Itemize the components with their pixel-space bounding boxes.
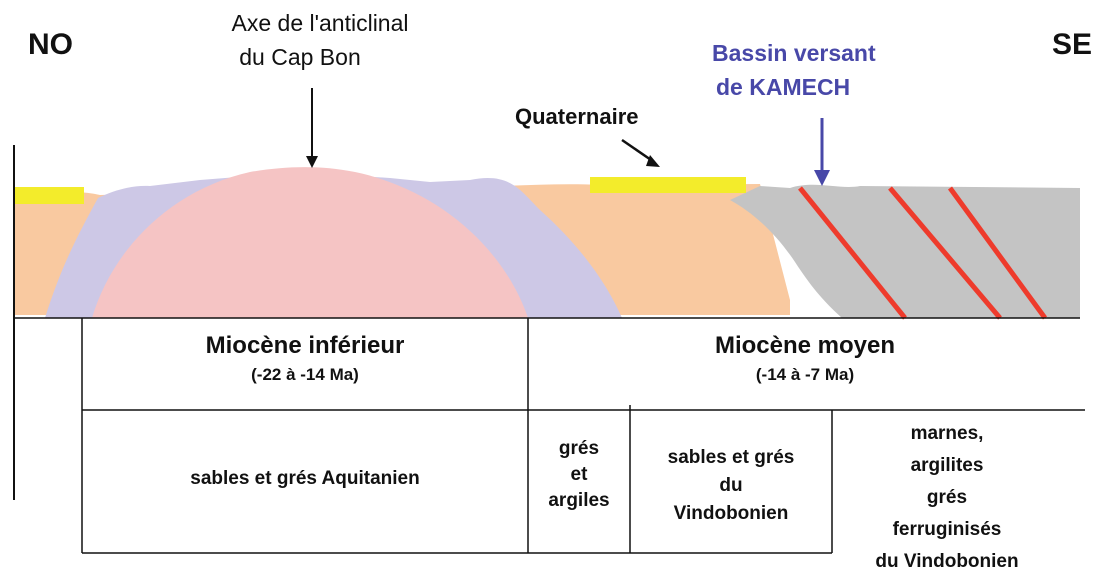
lithology-line: ferruginisés (892, 519, 1002, 540)
quaternary-deposit-left (14, 187, 84, 204)
period-name: Miocène moyen (714, 332, 896, 359)
fault-line-3 (947, 186, 1048, 320)
period-age: (-22 à -14 Ma) (251, 365, 359, 384)
lithology-line: sables et grés Aquitanien (190, 468, 420, 489)
lithology-line: du (719, 475, 743, 496)
basin-label-line-1: Bassin versant (712, 40, 876, 66)
lithology-line: Vindobonien (673, 503, 789, 524)
period-lower-miocene: Miocène inférieur (-22 à -14 Ma) (100, 330, 510, 388)
lithology-cell-vindobonien-marls: marnes, argilites grés ferruginisés du V… (832, 418, 1062, 578)
quaternary-label: Quaternaire (515, 104, 639, 129)
quaternary-deposit-right (590, 177, 746, 193)
quaternary-arrow (621, 138, 660, 167)
fault-line-2 (888, 186, 1002, 320)
anticline-axis-label: Axe de l'anticlinal du Cap Bon (200, 6, 440, 74)
lithology-line: sables et grés (667, 447, 795, 468)
period-age: (-14 à -7 Ma) (755, 365, 855, 384)
orientation-right-label: SE (1052, 28, 1093, 61)
lithology-cell-gres-argiles: grés et argiles (528, 436, 630, 514)
basin-arrow (814, 118, 830, 186)
lithology-line: marnes, (910, 423, 984, 444)
period-name: Miocène inférieur (205, 332, 405, 359)
lithology-line: grés (926, 487, 968, 508)
anticline-core (92, 167, 528, 318)
basin-label: Bassin versant de KAMECH (712, 36, 876, 104)
lithology-line: grés (558, 438, 600, 459)
lithology-cell-aquitanien: sables et grés Aquitanien (90, 466, 520, 492)
lithology-line: du Vindobonien (875, 551, 1019, 572)
anticline-label-line-1: Axe de l'anticlinal (231, 10, 409, 36)
orientation-left-label: NO (28, 28, 73, 61)
lithology-line: argiles (548, 490, 610, 511)
lithology-line: et (570, 464, 588, 485)
basin-label-line-2: de KAMECH (716, 74, 851, 100)
anticline-axis-arrow (306, 88, 318, 168)
lithology-cell-vindobonien-sands: sables et grés du Vindobonien (630, 444, 832, 528)
gray-sediment-layer (730, 184, 1080, 318)
lithology-line: argilites (910, 455, 984, 476)
fault-line-1 (798, 186, 907, 320)
anticline-label-line-2: du Cap Bon (239, 44, 361, 70)
period-middle-miocene: Miocène moyen (-14 à -7 Ma) (580, 330, 1030, 388)
